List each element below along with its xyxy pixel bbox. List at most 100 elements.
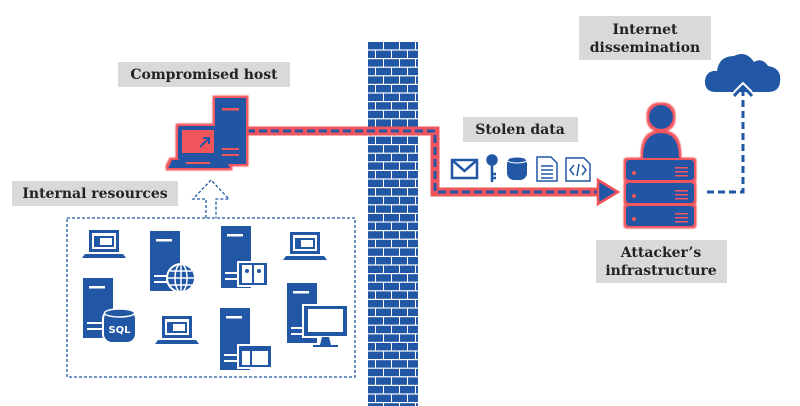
firewall-brick — [384, 214, 399, 222]
firewall-brick — [408, 50, 418, 58]
firewall-brick — [368, 231, 383, 239]
firewall-brick — [368, 145, 383, 153]
firewall-brick — [408, 239, 418, 248]
firewall-brick — [376, 67, 391, 76]
envelope-icon — [450, 158, 479, 180]
internal-resources-label-box — [12, 181, 178, 206]
firewall-brick — [400, 300, 415, 308]
internet-dissemination-line1: Internet — [612, 22, 678, 38]
firewall-brick — [408, 394, 418, 402]
firewall-brick — [416, 317, 418, 325]
firewall — [368, 42, 418, 406]
firewall-brick — [408, 222, 418, 230]
sql-label: SQL — [108, 325, 131, 336]
firewall-brick — [368, 360, 375, 368]
firewall-brick — [368, 196, 383, 205]
firewall-brick — [408, 205, 418, 213]
firewall-brick — [368, 153, 375, 162]
cloud-icon — [704, 54, 781, 92]
firewall-brick — [392, 85, 407, 93]
firewall-brick — [384, 179, 399, 187]
firewall-brick — [416, 403, 418, 406]
firewall-brick — [384, 368, 399, 377]
firewall-brick — [392, 257, 407, 265]
firewall-brick — [368, 403, 383, 406]
firewall-brick — [384, 93, 399, 101]
firewall-brick — [368, 257, 375, 265]
firewall-brick — [408, 377, 418, 385]
firewall-brick — [376, 274, 391, 282]
firewall-brick — [416, 145, 418, 153]
firewall-brick — [392, 102, 407, 110]
firewall-brick — [400, 386, 415, 394]
firewall-brick — [392, 343, 407, 351]
firewall-brick — [400, 196, 415, 205]
firewall-brick — [376, 343, 391, 351]
firewall-brick — [400, 42, 415, 50]
firewall-brick — [376, 171, 391, 179]
firewall-brick — [368, 50, 375, 58]
firewall-brick — [376, 325, 391, 334]
sql-database-icon: SQL — [102, 308, 137, 344]
firewall-brick — [376, 102, 391, 110]
firewall-brick — [384, 300, 399, 308]
firewall-brick — [392, 308, 407, 316]
firewall-brick — [392, 394, 407, 402]
firewall-brick — [384, 59, 399, 67]
firewall-brick — [408, 102, 418, 110]
firewall-brick — [376, 119, 391, 127]
firewall-brick — [384, 42, 399, 50]
firewall-brick — [416, 179, 418, 187]
firewall-brick — [368, 205, 375, 213]
firewall-brick — [376, 136, 391, 144]
firewall-brick — [408, 153, 418, 162]
firewall-brick — [416, 196, 418, 205]
firewall-brick — [408, 325, 418, 334]
firewall-brick — [368, 85, 375, 93]
firewall-brick — [376, 360, 391, 368]
firewall-brick — [376, 188, 391, 196]
firewall-brick — [368, 248, 383, 256]
compromised-host-icon — [168, 98, 246, 168]
firewall-brick — [416, 334, 418, 342]
firewall-brick — [400, 214, 415, 222]
stolen-data-label-box — [463, 117, 578, 142]
firewall-brick — [368, 222, 375, 230]
firewall-brick — [400, 76, 415, 84]
firewall-brick — [400, 334, 415, 342]
firewall-brick — [400, 248, 415, 256]
firewall-brick — [376, 239, 391, 248]
firewall-brick — [392, 67, 407, 76]
firewall-brick — [416, 59, 418, 67]
firewall-brick — [368, 368, 383, 377]
firewall-brick — [368, 334, 383, 342]
firewall-brick — [368, 386, 383, 394]
internet-dissemination-label-box — [579, 16, 711, 60]
database-icon — [506, 156, 528, 180]
firewall-brick — [392, 291, 407, 299]
firewall-brick — [368, 171, 375, 179]
firewall-brick — [392, 222, 407, 230]
firewall-brick — [392, 205, 407, 213]
firewall-brick — [400, 93, 415, 101]
dissemination-path — [707, 92, 745, 194]
firewall-brick — [384, 196, 399, 205]
firewall-brick — [368, 188, 375, 196]
firewall-brick — [400, 145, 415, 153]
firewall-brick — [416, 76, 418, 84]
laptop-icon — [283, 232, 327, 260]
attacker-label-line2: infrastructure — [605, 263, 716, 279]
firewall-brick — [368, 377, 375, 385]
firewall-brick — [416, 282, 418, 291]
firewall-brick — [368, 351, 383, 359]
internal-resources-group: SQL — [82, 226, 349, 370]
firewall-brick — [384, 317, 399, 325]
firewall-brick — [416, 214, 418, 222]
firewall-brick — [408, 343, 418, 351]
document-icon — [536, 156, 558, 182]
firewall-brick — [400, 351, 415, 359]
firewall-brick — [416, 300, 418, 308]
globe-icon — [166, 263, 196, 293]
firewall-brick — [368, 343, 375, 351]
